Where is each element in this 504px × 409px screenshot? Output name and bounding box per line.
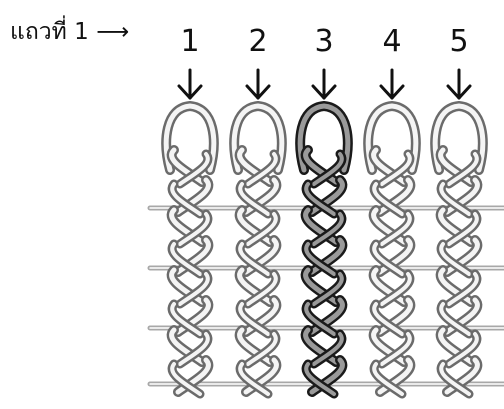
down-arrow-icon	[313, 70, 335, 98]
stitch-column	[300, 106, 347, 394]
stitch-column	[368, 106, 415, 394]
down-arrow-icon	[179, 70, 201, 98]
down-arrow-icon	[381, 70, 403, 98]
stitch-column	[435, 106, 482, 394]
down-arrow-icon	[448, 70, 470, 98]
stitch-column	[166, 106, 213, 394]
stitch-column	[234, 106, 281, 394]
down-arrow-icon	[247, 70, 269, 98]
